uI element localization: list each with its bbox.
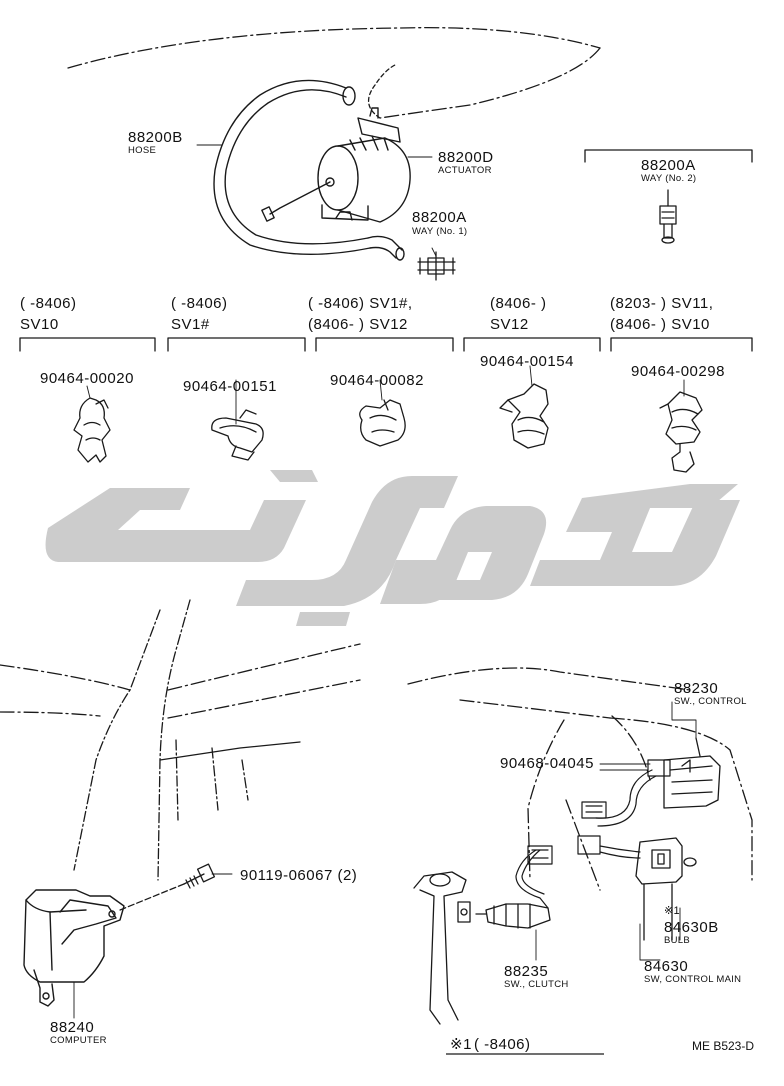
clamp-brackets — [19, 337, 753, 352]
clutch-pedal-drawing — [413, 871, 471, 1025]
body-outline-top — [67, 27, 601, 119]
clamp-1-applicability: ( -8406) — [20, 295, 77, 312]
footnote-mark: ※1 — [450, 1036, 472, 1053]
sw-control-name: SW., CONTROL — [674, 696, 747, 707]
harness-drawing — [515, 759, 671, 909]
clamp-4-applicability: (8406- ) — [490, 295, 547, 312]
sw-clutch-drawing — [475, 903, 551, 929]
clamp-2-model: SV1# — [171, 316, 210, 333]
sw-control-main-name: SW, CONTROL MAIN — [644, 974, 742, 985]
screw-clip-number: 90468-04045 — [500, 755, 594, 772]
clamp-5-applicability: (8203- ) SV11, — [610, 295, 714, 312]
bulb-number: 84630B — [664, 919, 719, 936]
clamp-2-applicability: ( -8406) — [171, 295, 228, 312]
clamp-4-number: 90464-00154 — [480, 353, 574, 370]
bulb-name: BULB — [664, 935, 691, 946]
hose-number: 88200B — [128, 129, 183, 146]
clamp-00082-drawing — [359, 399, 406, 447]
way2-number: 88200A — [641, 157, 696, 174]
clamp-1-model: SV10 — [20, 316, 59, 333]
clamp-2-number: 90464-00151 — [183, 378, 277, 395]
sw-control-main-drawing — [635, 837, 697, 941]
watermark-logo — [45, 470, 740, 626]
sw-control-number: 88230 — [674, 680, 719, 697]
computer-name: COMPUTER — [50, 1035, 107, 1046]
bulb-mark: ※1 — [664, 905, 680, 917]
footnote-text: ( -8406) — [474, 1036, 531, 1053]
clamp-00151-drawing — [211, 409, 264, 461]
sw-clutch-number: 88235 — [504, 963, 549, 980]
way2-name: WAY (No. 2) — [641, 173, 697, 184]
leader-lines — [73, 144, 697, 1019]
way-no2-drawing — [584, 149, 753, 244]
body-outline-right — [407, 667, 753, 891]
bolt-drawing — [119, 863, 233, 911]
computer-number: 88240 — [50, 1019, 95, 1036]
clamp-1-number: 90464-00020 — [40, 370, 134, 387]
way1-number: 88200A — [412, 209, 467, 226]
sw-control-drawing — [663, 737, 721, 809]
hose-drawing — [213, 79, 405, 261]
actuator-number: 88200D — [438, 149, 494, 166]
body-outline-left — [0, 643, 361, 719]
computer-drawing — [23, 889, 125, 1007]
clamp-00154-drawing — [499, 383, 549, 449]
clamp-3-number: 90464-00082 — [330, 372, 424, 389]
clamp-3-applicability: ( -8406) SV1#, — [308, 295, 413, 312]
actuator-name: ACTUATOR — [438, 165, 492, 176]
actuator-drawing — [261, 107, 411, 223]
sw-clutch-name: SW., CLUTCH — [504, 979, 569, 990]
sw-control-main-number: 84630 — [644, 958, 689, 975]
clamp-3-model: (8406- ) SV12 — [308, 316, 408, 333]
bolt-number: 90119-06067 (2) — [240, 867, 358, 884]
way1-name: WAY (No. 1) — [412, 226, 468, 237]
clamp-00298-drawing — [659, 391, 703, 473]
diagram-code: ME B523-D — [692, 1039, 755, 1053]
clamp-5-model: (8406- ) SV10 — [610, 316, 710, 333]
pillar-outline — [73, 599, 301, 881]
clamp-00020-drawing — [73, 397, 111, 463]
way-no1-drawing — [417, 251, 456, 281]
clamp-5-number: 90464-00298 — [631, 363, 725, 380]
hose-name: HOSE — [128, 145, 157, 156]
clamp-4-model: SV12 — [490, 316, 529, 333]
